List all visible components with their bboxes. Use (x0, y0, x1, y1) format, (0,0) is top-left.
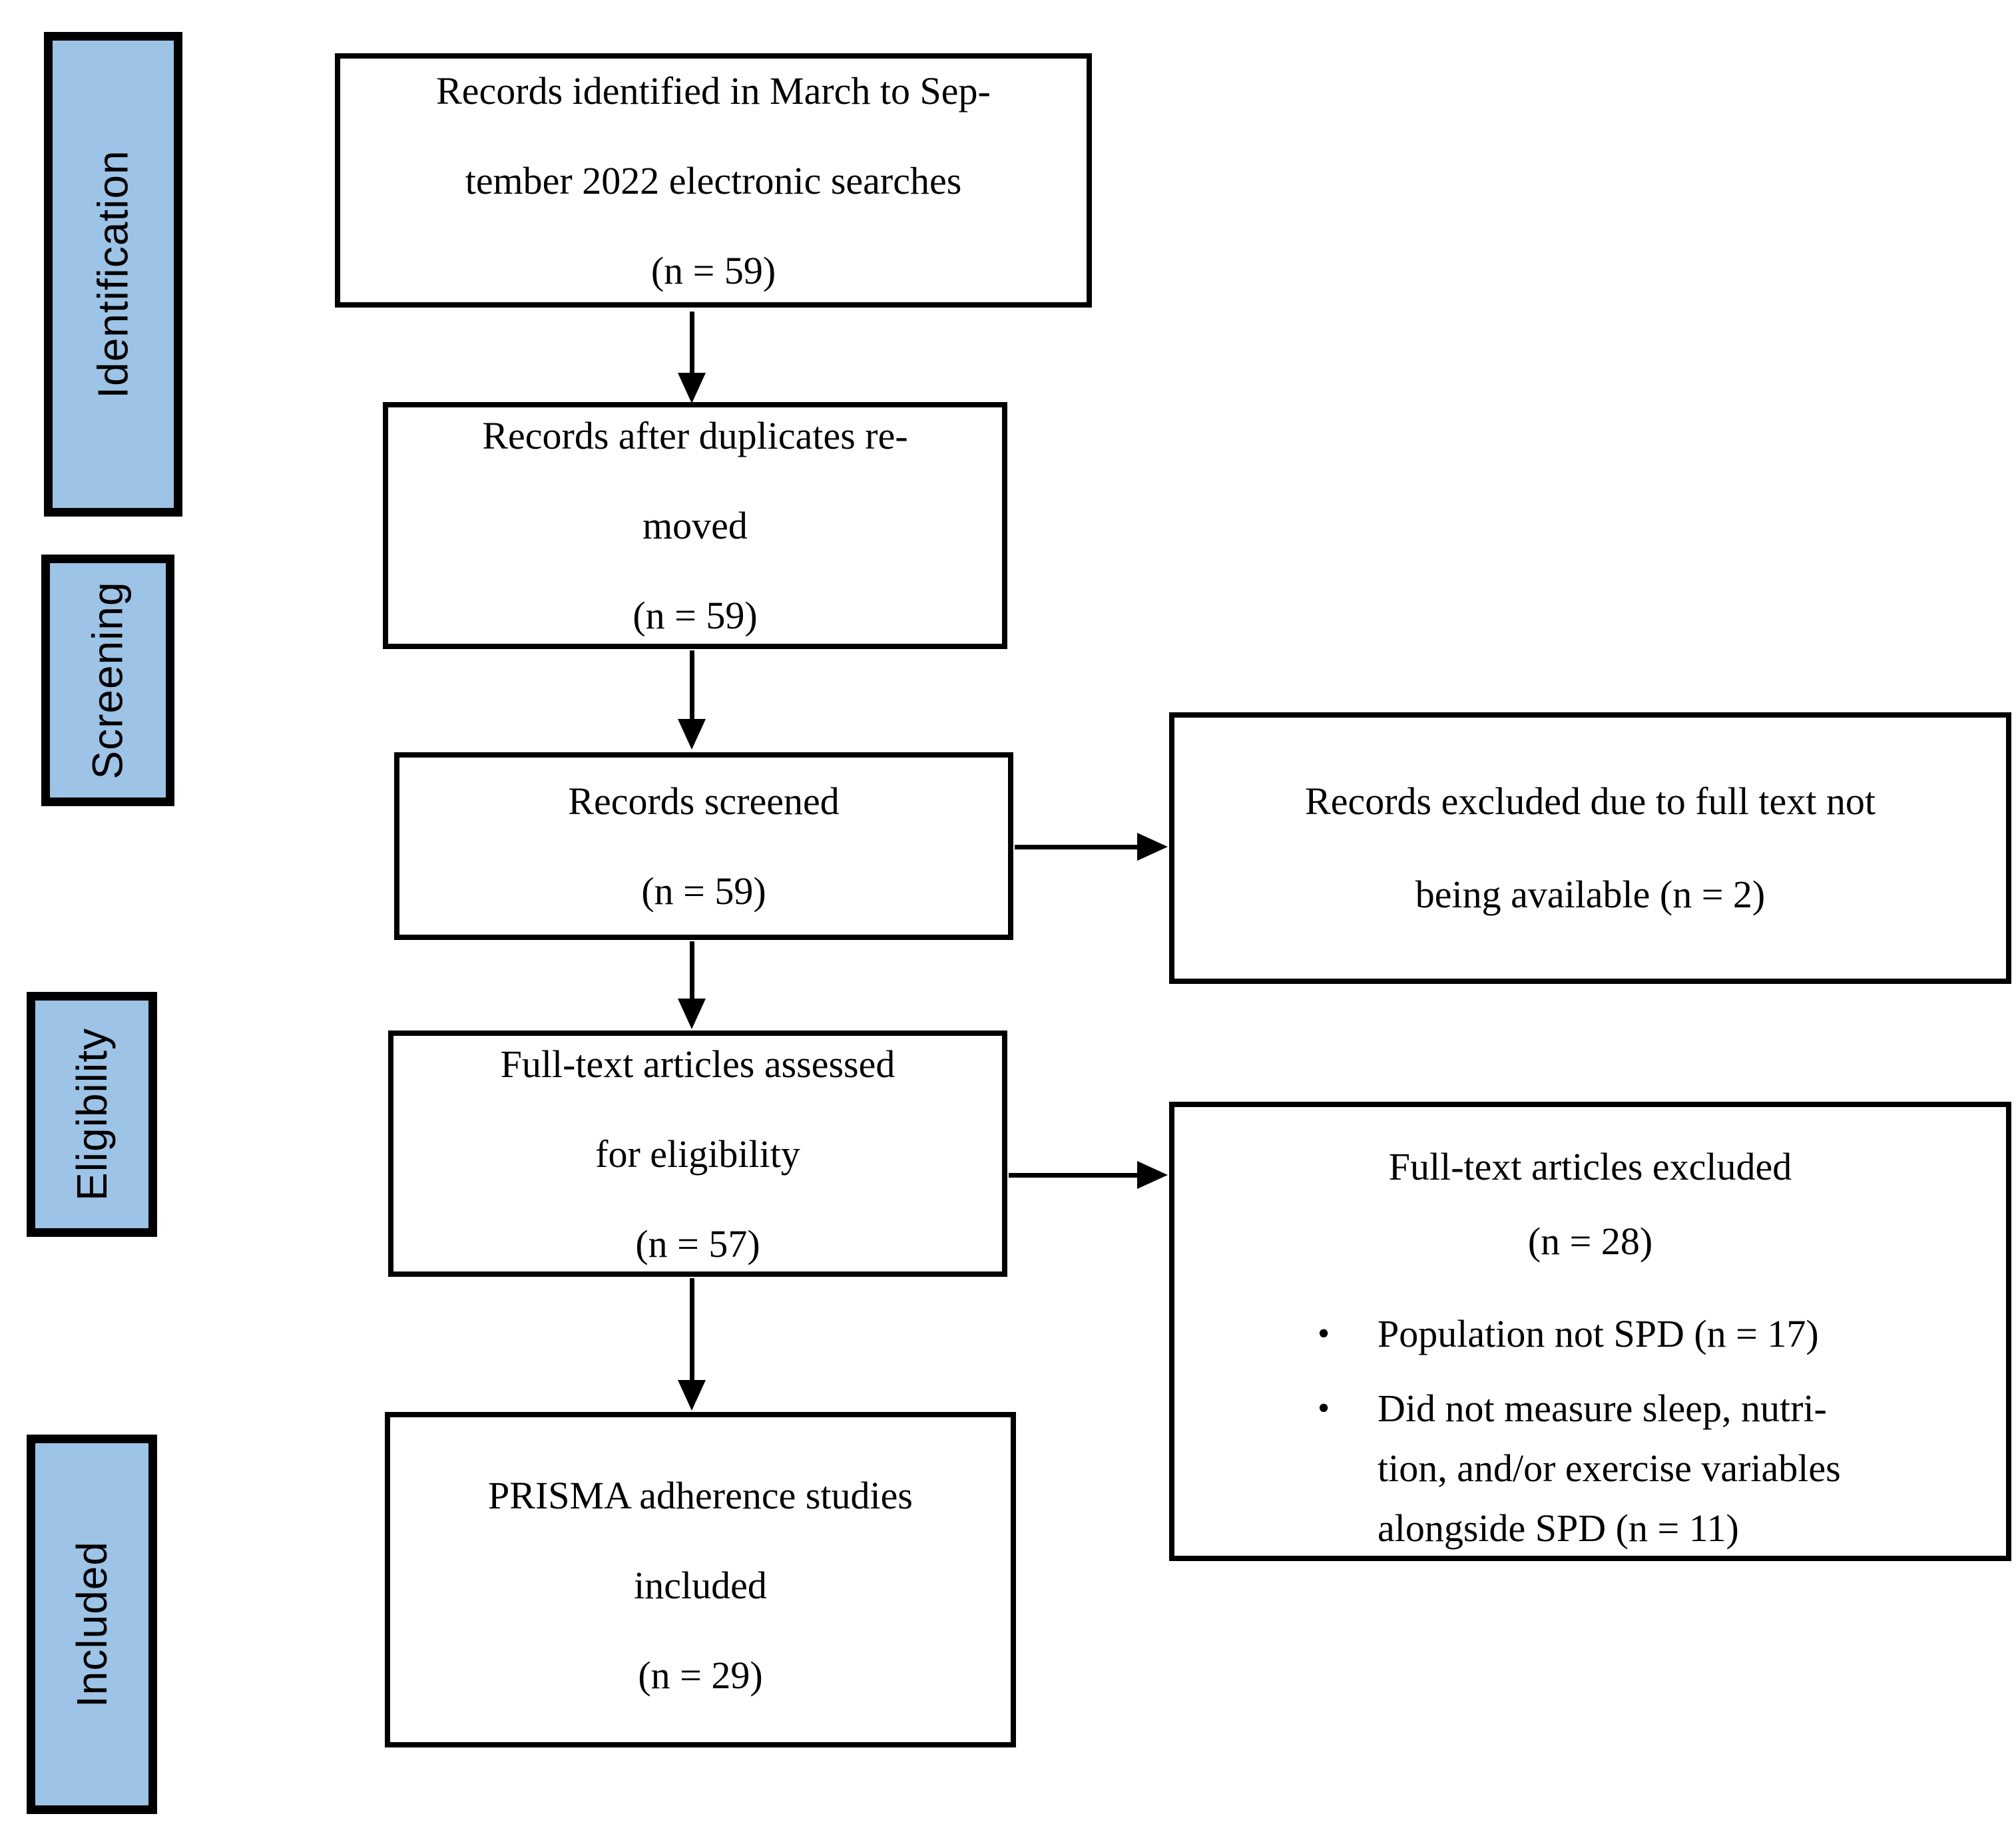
flow-box-line: Records identified in March to Sep- (436, 69, 991, 113)
exclusion-bullet-list: • Population not SPD (n = 17) • Did not … (1318, 1289, 1979, 1558)
arrow-line (1009, 1173, 1138, 1178)
flow-box-line: tember 2022 electronic searches (465, 158, 962, 202)
bullet-line: alongside SPD (n = 11) (1378, 1506, 1739, 1550)
arrow-head-icon (1137, 1161, 1168, 1189)
arrow-head-icon (678, 999, 706, 1029)
stage-label-eligibility: Eligibility (27, 992, 157, 1237)
stage-label-identification: Identification (44, 32, 182, 517)
flow-box-line: Records screened (568, 780, 840, 823)
arrow-head-icon (1137, 833, 1168, 861)
stage-label-text: Eligibility (68, 1028, 116, 1201)
exclusion-box-fulltext-excluded: Full-text articles excluded (n = 28) • P… (1169, 1102, 2011, 1561)
flow-box-line: (n = 29) (638, 1654, 763, 1697)
stage-label-screening: Screening (41, 555, 174, 806)
flow-box-line: (n = 59) (632, 594, 758, 637)
exclusion-box-records-excluded: Records excluded due to full text not be… (1169, 712, 2011, 984)
exclusion-box-heading: Full-text articles excluded (1388, 1145, 1792, 1188)
stage-label-text: Identification (89, 150, 137, 399)
flow-box-line: Full-text articles assessed (500, 1042, 895, 1086)
exclusion-box-heading: (n = 28) (1527, 1220, 1653, 1263)
bullet-text: Population not SPD (n = 17) (1378, 1304, 1819, 1364)
flow-box-records-identified: Records identified in March to Sep- temb… (335, 53, 1092, 308)
bullet-line: tion, and/or exercise variables (1378, 1447, 1841, 1490)
arrow-head-icon (678, 719, 706, 750)
stage-label-text: Included (68, 1541, 116, 1708)
flow-box-line: PRISMA adherence studies (488, 1474, 913, 1517)
arrow-line (690, 312, 694, 374)
flow-box-line: (n = 59) (641, 869, 766, 913)
bullet-marker: • (1318, 1389, 1330, 1427)
arrow-line (1015, 845, 1138, 849)
flow-box-line: (n = 57) (635, 1222, 760, 1265)
flow-box-line: (n = 59) (650, 248, 776, 292)
arrow-line (690, 941, 694, 1000)
flow-box-duplicates-removed: Records after duplicates re- moved (n = … (383, 402, 1007, 649)
bullet-line: Did not measure sleep, nutri- (1378, 1387, 1827, 1430)
flow-box-line: included (634, 1564, 767, 1607)
arrow-head-icon (678, 1380, 706, 1411)
flow-box-fulltext-assessed: Full-text articles assessed for eligibil… (388, 1031, 1007, 1277)
flow-box-line: Records after duplicates re- (482, 414, 908, 457)
arrow-line (690, 1278, 694, 1381)
arrow-line (690, 650, 694, 720)
exclusion-box-line: being available (n = 2) (1415, 873, 1766, 916)
bullet-line: Population not SPD (n = 17) (1378, 1312, 1819, 1355)
stage-label-included: Included (27, 1435, 157, 1814)
bullet-marker: • (1318, 1315, 1330, 1353)
arrow-head-icon (678, 373, 706, 403)
flow-box-line: moved (642, 504, 748, 547)
exclusion-box-line: Records excluded due to full text not (1305, 780, 1876, 823)
bullet-text: Did not measure sleep, nutri- tion, and/… (1378, 1379, 1841, 1558)
bullet-item: • Population not SPD (n = 17) (1318, 1304, 1979, 1364)
stage-label-text: Screening (84, 581, 132, 780)
flow-box-included-studies: PRISMA adherence studies included (n = 2… (385, 1412, 1016, 1747)
flow-box-records-screened: Records screened (n = 59) (394, 752, 1013, 940)
flow-box-line: for eligibility (595, 1132, 800, 1176)
bullet-item: • Did not measure sleep, nutri- tion, an… (1318, 1379, 1979, 1558)
